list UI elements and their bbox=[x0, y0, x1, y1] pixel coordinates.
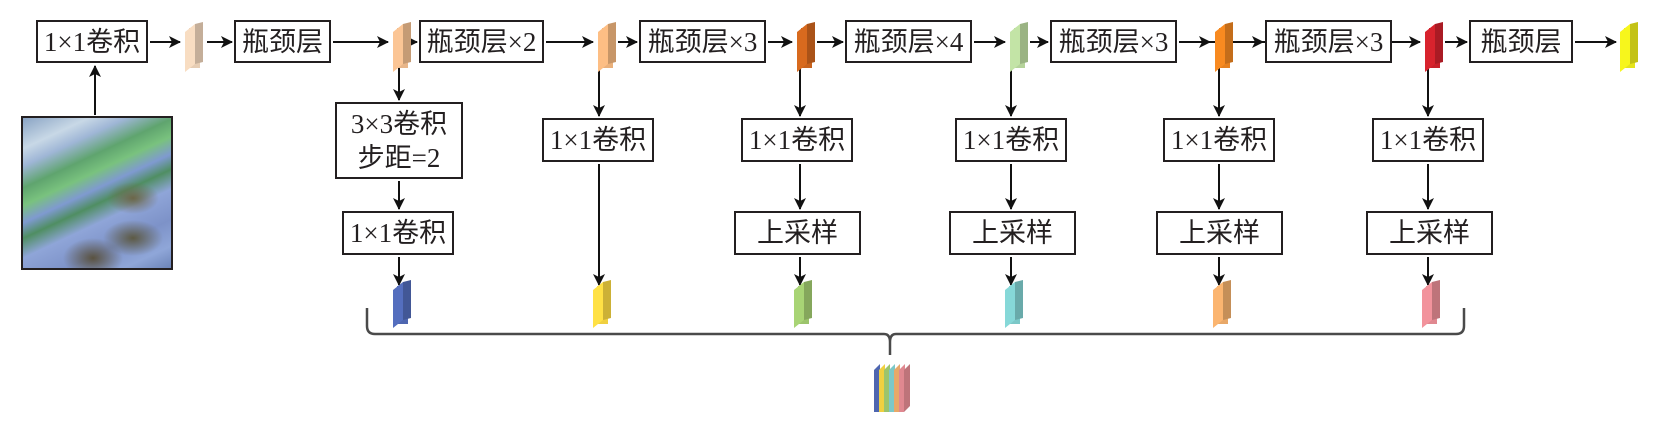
feature-map-top-4 bbox=[797, 22, 815, 72]
branch2-conv1x1-label: 1×1卷积 bbox=[549, 125, 647, 155]
fused-layer-face-4 bbox=[889, 370, 894, 412]
feature-map-top-6 bbox=[1215, 22, 1233, 72]
bottleneck-x3-b-label: 瓶颈层×3 bbox=[1058, 26, 1169, 57]
branch6-upsample-box: 上采样 bbox=[1366, 211, 1493, 255]
feature-map-top-7 bbox=[1425, 22, 1443, 72]
bottleneck-x3-a-box: 瓶颈层×3 bbox=[639, 20, 766, 63]
branch6-conv1x1-box: 1×1卷积 bbox=[1372, 118, 1484, 162]
bottleneck-x3-b-box: 瓶颈层×3 bbox=[1050, 20, 1177, 63]
feature-map-branch-6 bbox=[1422, 280, 1440, 328]
bottleneck-final-box: 瓶颈层 bbox=[1469, 20, 1573, 63]
bottleneck-x2-box: 瓶颈层×2 bbox=[419, 20, 544, 63]
branch1-conv1x1-box: 1×1卷积 bbox=[342, 211, 454, 255]
input-satellite-image bbox=[21, 116, 173, 270]
branch2-conv1x1-box: 1×1卷积 bbox=[542, 118, 654, 162]
branch5-conv1x1-box: 1×1卷积 bbox=[1163, 118, 1275, 162]
branch3-upsample-label: 上采样 bbox=[757, 218, 838, 248]
feature-map-branch-3 bbox=[794, 280, 812, 328]
branch4-conv1x1-box: 1×1卷积 bbox=[955, 118, 1067, 162]
branch4-upsample-box: 上采样 bbox=[949, 211, 1076, 255]
feature-map-branch-2 bbox=[593, 280, 611, 328]
feature-map-top-1 bbox=[185, 22, 203, 72]
fused-stack-side bbox=[904, 364, 910, 412]
bottleneck-x3-a-label: 瓶颈层×3 bbox=[647, 26, 758, 57]
feature-map-branch-4 bbox=[1005, 280, 1023, 328]
bottleneck-x2-label: 瓶颈层×2 bbox=[426, 26, 537, 57]
top-conv1x1-box: 1×1卷积 bbox=[36, 20, 148, 63]
branch3-upsample-box: 上采样 bbox=[734, 211, 861, 255]
branch4-upsample-label: 上采样 bbox=[972, 218, 1053, 248]
bottleneck-final-label: 瓶颈层 bbox=[1480, 26, 1562, 57]
branch5-upsample-box: 上采样 bbox=[1156, 211, 1283, 255]
bottleneck-1-label: 瓶颈层 bbox=[242, 26, 323, 57]
branch1-conv3x3-box: 3×3卷积 步距=2 bbox=[335, 102, 463, 179]
concat-brace bbox=[365, 308, 1466, 355]
fused-layer-face-2 bbox=[879, 370, 884, 412]
branch1-conv1x1-label: 1×1卷积 bbox=[349, 218, 447, 248]
feature-map-branch-1 bbox=[393, 280, 411, 328]
bottleneck-x4-label: 瓶颈层×4 bbox=[853, 26, 964, 57]
bottleneck-x3-c-label: 瓶颈层×3 bbox=[1273, 26, 1384, 57]
feature-map-top-5 bbox=[1010, 22, 1028, 72]
branch5-conv1x1-label: 1×1卷积 bbox=[1170, 125, 1268, 155]
branch3-conv1x1-box: 1×1卷积 bbox=[741, 118, 853, 162]
top-conv1x1-label: 1×1卷积 bbox=[43, 26, 141, 57]
branch5-upsample-label: 上采样 bbox=[1179, 218, 1260, 248]
feature-maps bbox=[185, 22, 1638, 412]
bottleneck-1-box: 瓶颈层 bbox=[234, 20, 331, 63]
feature-map-top-3 bbox=[598, 22, 616, 72]
fused-feature-stack bbox=[874, 364, 910, 412]
branch1-stride-label: 步距=2 bbox=[357, 142, 441, 173]
fused-layer-face-5 bbox=[894, 370, 899, 412]
feature-map-branch-5 bbox=[1213, 280, 1231, 328]
fused-layer-face-3 bbox=[884, 370, 889, 412]
bottleneck-x3-c-box: 瓶颈层×3 bbox=[1265, 20, 1392, 63]
branch1-conv3x3-label: 3×3卷积 bbox=[350, 108, 448, 139]
branch4-conv1x1-label: 1×1卷积 bbox=[962, 125, 1060, 155]
branch6-conv1x1-label: 1×1卷积 bbox=[1379, 125, 1477, 155]
fused-layer-face-6 bbox=[899, 370, 904, 412]
feature-map-top-8 bbox=[1620, 22, 1638, 72]
branch3-conv1x1-label: 1×1卷积 bbox=[748, 125, 846, 155]
fused-layer-face-1 bbox=[874, 370, 879, 412]
feature-map-top-2 bbox=[393, 22, 411, 72]
branch6-upsample-label: 上采样 bbox=[1389, 218, 1470, 248]
bottleneck-x4-box: 瓶颈层×4 bbox=[845, 20, 972, 63]
